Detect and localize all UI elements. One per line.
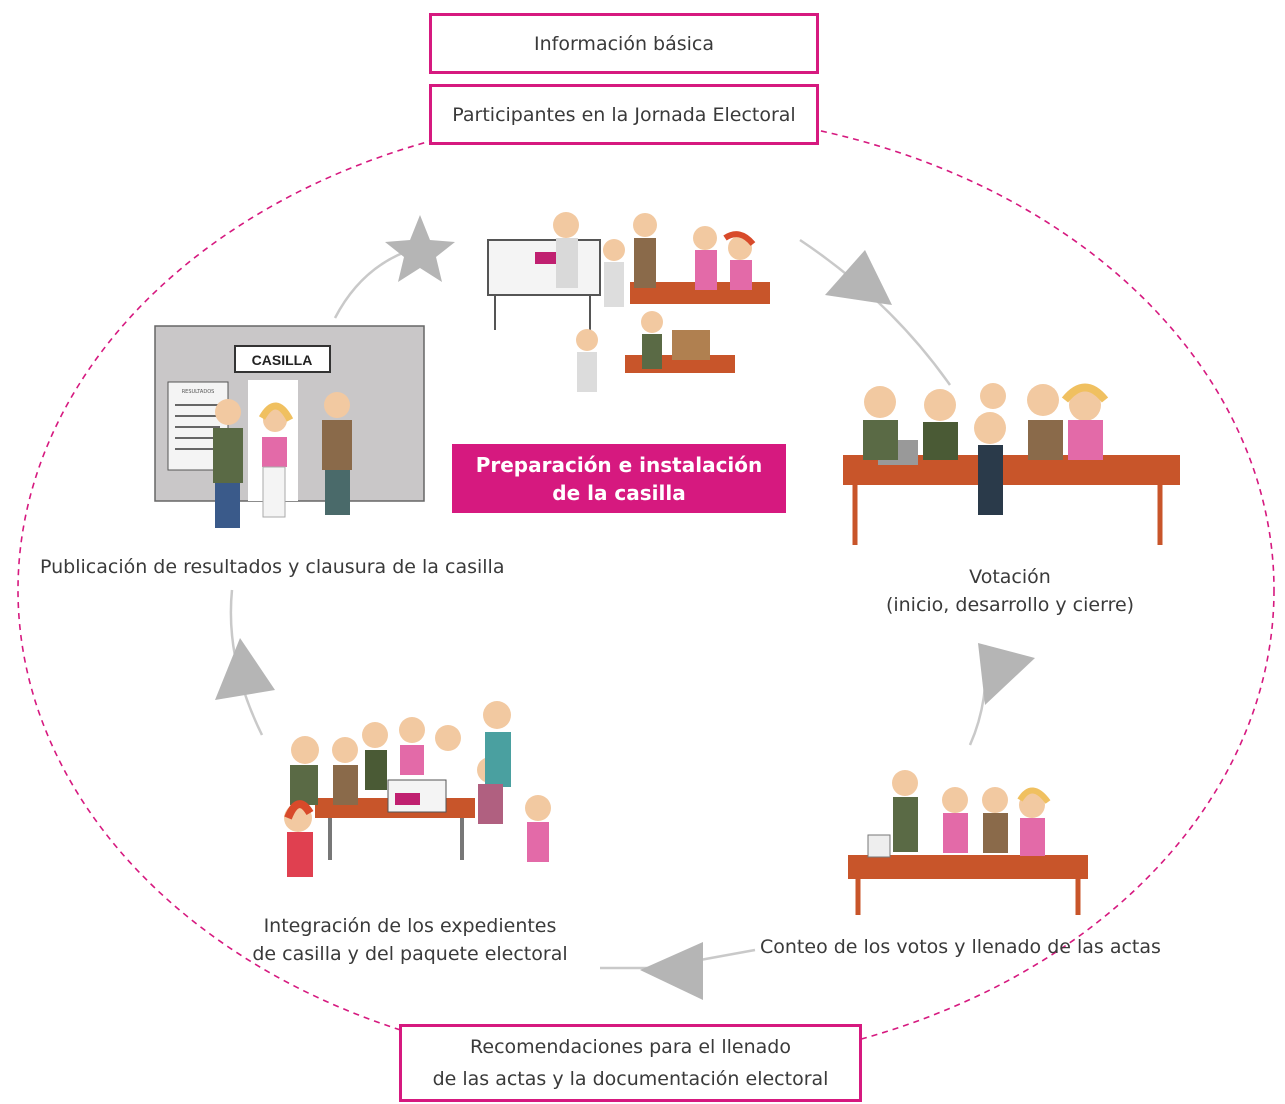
preparation-highlight-box[interactable]: Preparación e instalación de la casilla: [452, 444, 786, 513]
counting-label: Conteo de los votos y llenado de las act…: [760, 936, 1161, 958]
star-icon: [385, 215, 455, 282]
integration-label-line1: Integración de los expedientes: [263, 915, 557, 937]
voting-step-label: Votación (inicio, desarrollo y cierre): [860, 563, 1160, 619]
basic-info-box[interactable]: Información básica: [429, 13, 819, 74]
voting-illustration: [843, 383, 1180, 545]
arrow-triangle-icon: [978, 643, 1035, 705]
recommendations-label-line1: Recomendaciones para el llenado: [470, 1036, 791, 1058]
recommendations-label-line2: de las actas y la documentación electora…: [432, 1068, 829, 1090]
preparation-label-line2: de la casilla: [552, 480, 686, 505]
arrow-triangle-icon: [640, 942, 703, 1000]
participants-label: Participantes en la Jornada Electoral: [452, 103, 796, 126]
basic-info-label: Información básica: [534, 32, 714, 55]
arrow-triangle-icon: [215, 638, 275, 700]
results-sheet-title: RESULTADOS: [182, 389, 215, 395]
casilla-sign: CASILLA: [252, 352, 313, 368]
preparation-label-line1: Preparación e instalación: [475, 452, 763, 477]
publication-step-label: Publicación de resultados y clausura de …: [40, 553, 504, 581]
recommendations-box[interactable]: Recomendaciones para el llenado de las a…: [399, 1024, 862, 1102]
integration-illustration: [284, 701, 551, 877]
voting-label-line2: (inicio, desarrollo y cierre): [885, 594, 1135, 616]
counting-step-label: Conteo de los votos y llenado de las act…: [760, 933, 1161, 961]
publication-illustration: CASILLA RESULTADOS: [154, 325, 425, 528]
integration-step-label: Integración de los expedientes de casill…: [240, 912, 580, 968]
publication-label: Publicación de resultados y clausura de …: [40, 556, 505, 578]
counting-illustration: [848, 770, 1088, 915]
voting-label-line1: Votación: [969, 566, 1051, 588]
integration-label-line2: de casilla y del paquete electoral: [252, 943, 568, 965]
arrow-triangle-icon: [825, 250, 892, 305]
preparation-illustration: [487, 212, 770, 392]
participants-box[interactable]: Participantes en la Jornada Electoral: [429, 84, 819, 145]
